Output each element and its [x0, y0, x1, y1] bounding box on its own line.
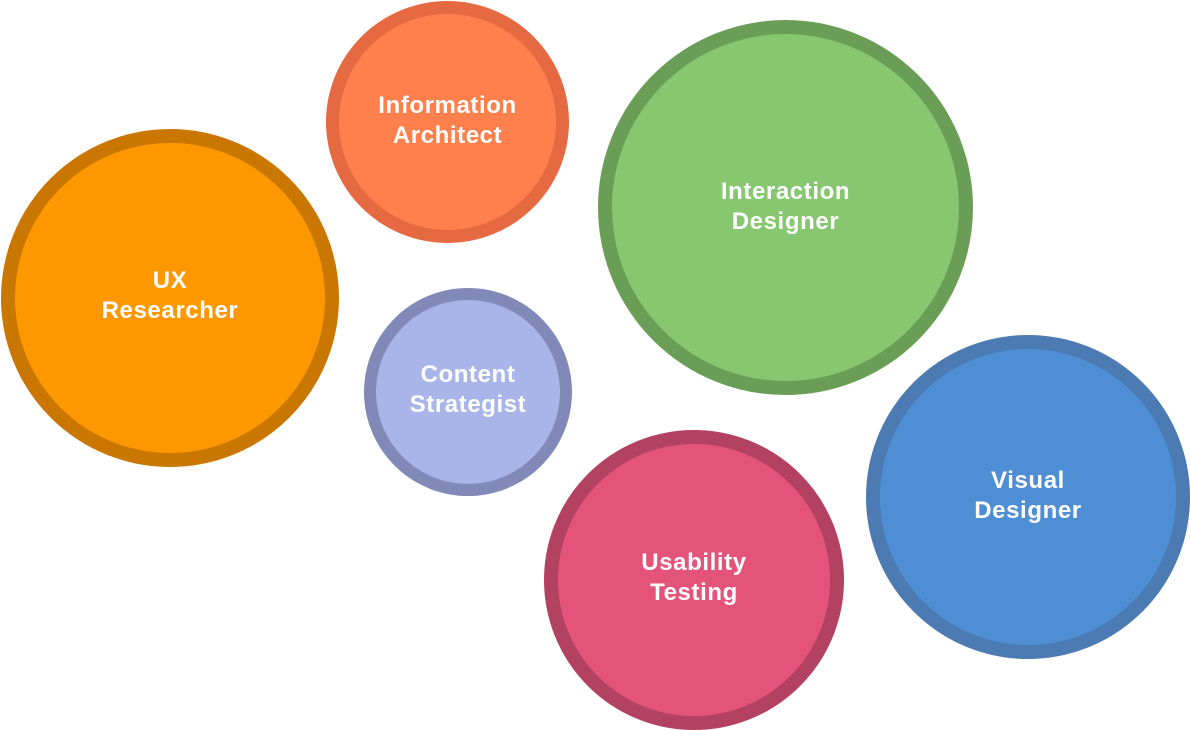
information-architect-bubble: Information Architect	[326, 1, 569, 243]
ux-researcher-label: UX Researcher	[101, 267, 239, 324]
usability-testing-bubble: Usability Testing	[544, 430, 844, 730]
interaction-designer-label: Interaction Designer	[720, 177, 851, 235]
usability-testing-label: Usability Testing	[641, 549, 747, 606]
content-strategist-bubble: Content Strategist	[364, 288, 572, 496]
information-architect-label: Information Architect	[378, 92, 517, 149]
content-strategist-label: Content Strategist	[409, 361, 527, 418]
interaction-designer-bubble: Interaction Designer	[598, 20, 973, 395]
visual-designer-label: Visual Designer	[974, 467, 1082, 524]
ux-researcher-bubble: UX Researcher	[1, 129, 339, 467]
visual-designer-bubble: Visual Designer	[866, 335, 1190, 659]
